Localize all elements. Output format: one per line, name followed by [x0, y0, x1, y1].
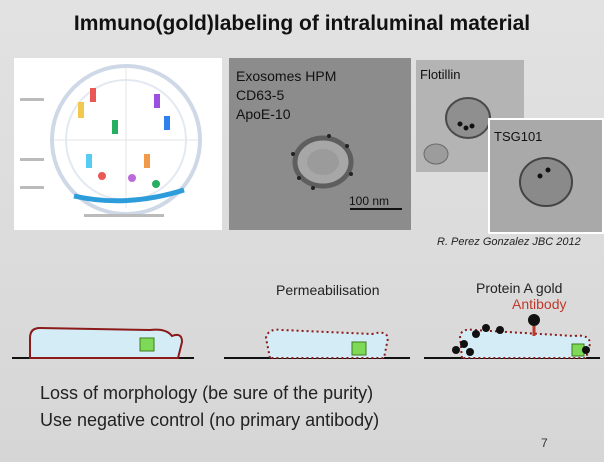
em-main-label-2: CD63-5: [236, 87, 285, 103]
labeling-steps-diagram: [12, 314, 600, 359]
em-main-label-3: ApoE-10: [236, 106, 291, 122]
bottom-line-2: Use negative control (no primary antibod…: [40, 410, 380, 430]
exosome-composition-figure: [14, 58, 222, 230]
em-exosomes-panel: [229, 58, 411, 230]
page-number: 7: [541, 436, 548, 450]
em-main-label-1: Exosomes HPM: [236, 68, 337, 84]
antibody-label: Antibody: [512, 296, 567, 312]
em-tsg101-panel: [488, 118, 604, 234]
flotillin-label: Flotillin: [420, 67, 461, 82]
tsg101-label: TSG101: [494, 129, 543, 144]
slide-title: Immuno(gold)labeling of intraluminal mat…: [73, 12, 531, 35]
vesicle-gold-labeled: [424, 314, 600, 359]
protein-a-gold-label: Protein A gold: [476, 280, 563, 296]
permeabilisation-label: Permeabilisation: [276, 282, 380, 298]
bottom-line-1: Loss of morphology (be sure of the purit…: [40, 383, 374, 403]
citation: R. Perez Gonzalez JBC 2012: [437, 236, 581, 248]
scale-bar-label: 100 nm: [349, 194, 390, 208]
scale-bar: [350, 208, 402, 210]
vesicle-intact: [12, 326, 194, 359]
vesicle-permeabilised: [224, 328, 410, 359]
